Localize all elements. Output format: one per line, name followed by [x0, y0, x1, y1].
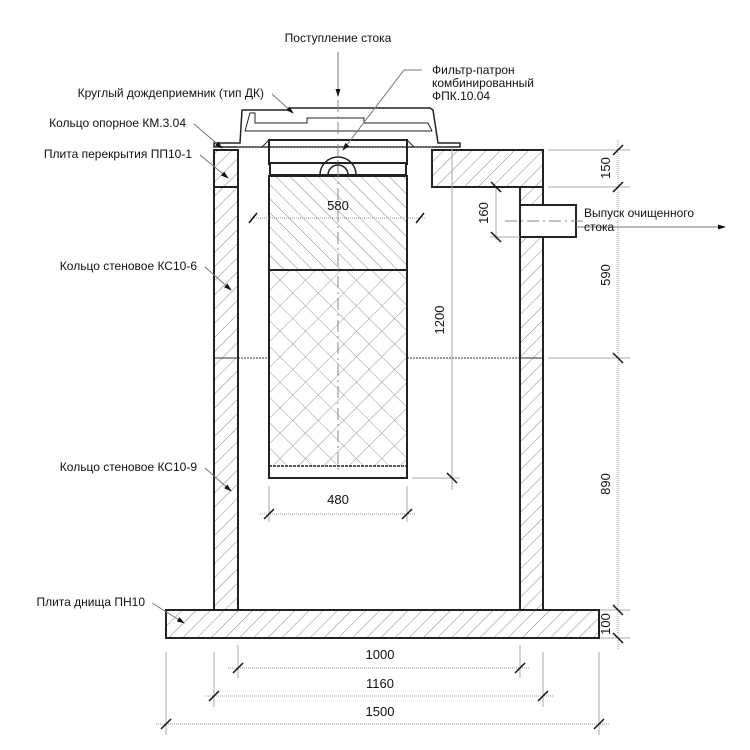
dim-160: 160 [476, 202, 491, 224]
dim-890: 890 [598, 473, 613, 495]
label-filter-1: Фильтр-патрон [432, 63, 515, 77]
dim-1000: 1000 [366, 647, 395, 662]
label-filter-2: комбинированный [432, 76, 534, 90]
label-outlet-2: стока [584, 220, 615, 234]
dim-1500: 1500 [366, 704, 395, 719]
dim-150: 150 [598, 157, 613, 179]
label-filter-3: ФПК.10.04 [432, 89, 490, 103]
label-bottom-slab: Плита днища ПН10 [36, 595, 145, 609]
outlet-pipe [505, 204, 585, 238]
filter-cartridge [261, 100, 415, 479]
label-inflow: Поступление стока [285, 31, 392, 45]
dim-480: 480 [327, 492, 349, 507]
label-wall-ring-lower: Кольцо стеновое КС10-9 [60, 460, 198, 474]
label-wall-ring-upper: Кольцо стеновое КС10-6 [60, 259, 198, 273]
cover-slab [213, 149, 544, 188]
label-storm-inlet: Круглый дождеприемник (тип ДК) [78, 86, 264, 100]
dim-1200: 1200 [432, 306, 447, 335]
dim-1160: 1160 [366, 676, 394, 691]
dim-100: 100 [598, 613, 613, 635]
right-wall [519, 186, 544, 611]
label-outlet-1: Выпуск очищенного [584, 206, 694, 220]
dim-580: 580 [327, 198, 349, 213]
label-support-ring: Кольцо опорное КМ.3.04 [49, 116, 186, 130]
storm-inlet [213, 107, 461, 148]
left-wall [213, 149, 239, 611]
bottom-slab [165, 609, 600, 639]
dimension-lines [156, 140, 630, 735]
label-cover-slab: Плита перекрытия ПП10-1 [44, 147, 192, 161]
dim-590: 590 [598, 264, 613, 286]
leaders [151, 52, 726, 624]
